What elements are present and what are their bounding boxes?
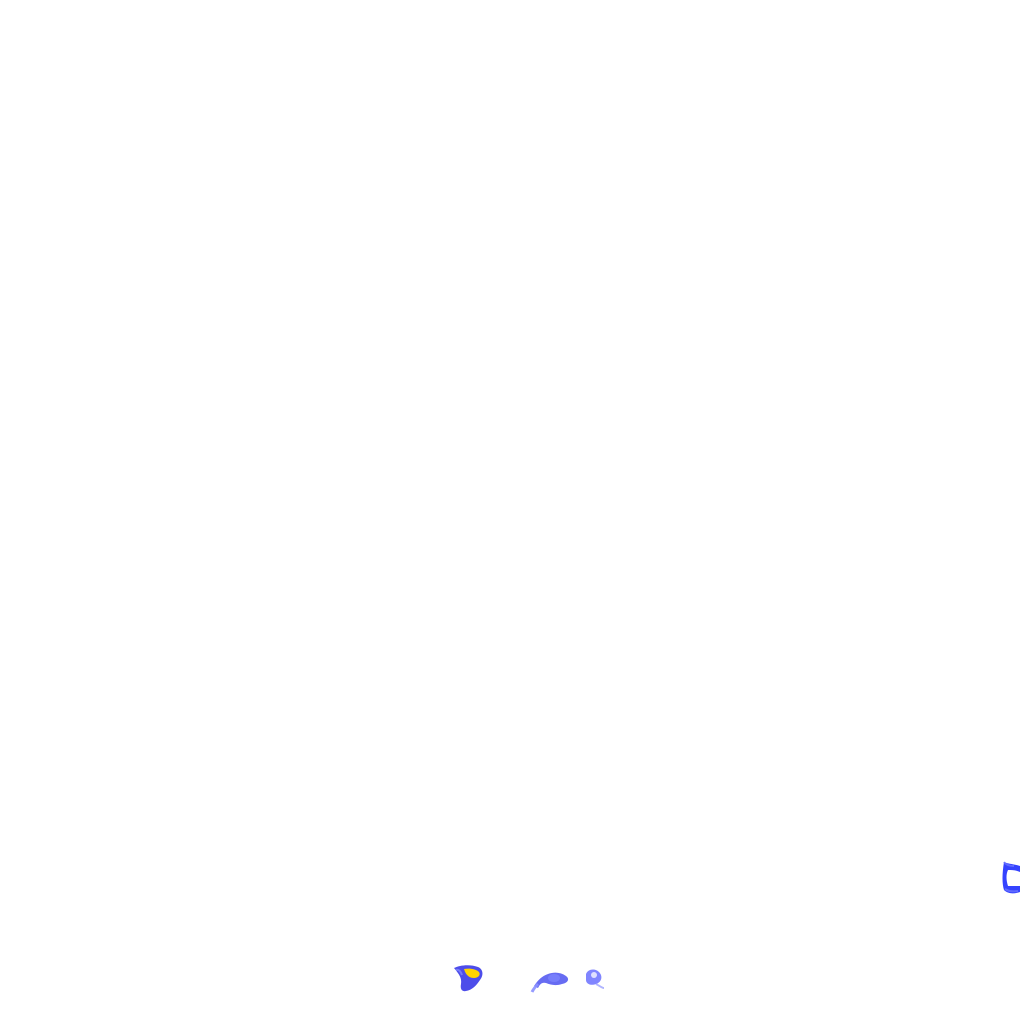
blue-yellow-blob [454,965,483,992]
blue-edge-blob [1002,861,1020,894]
blue-spot-blob [586,969,605,989]
blue-wisp-blob [530,972,569,993]
